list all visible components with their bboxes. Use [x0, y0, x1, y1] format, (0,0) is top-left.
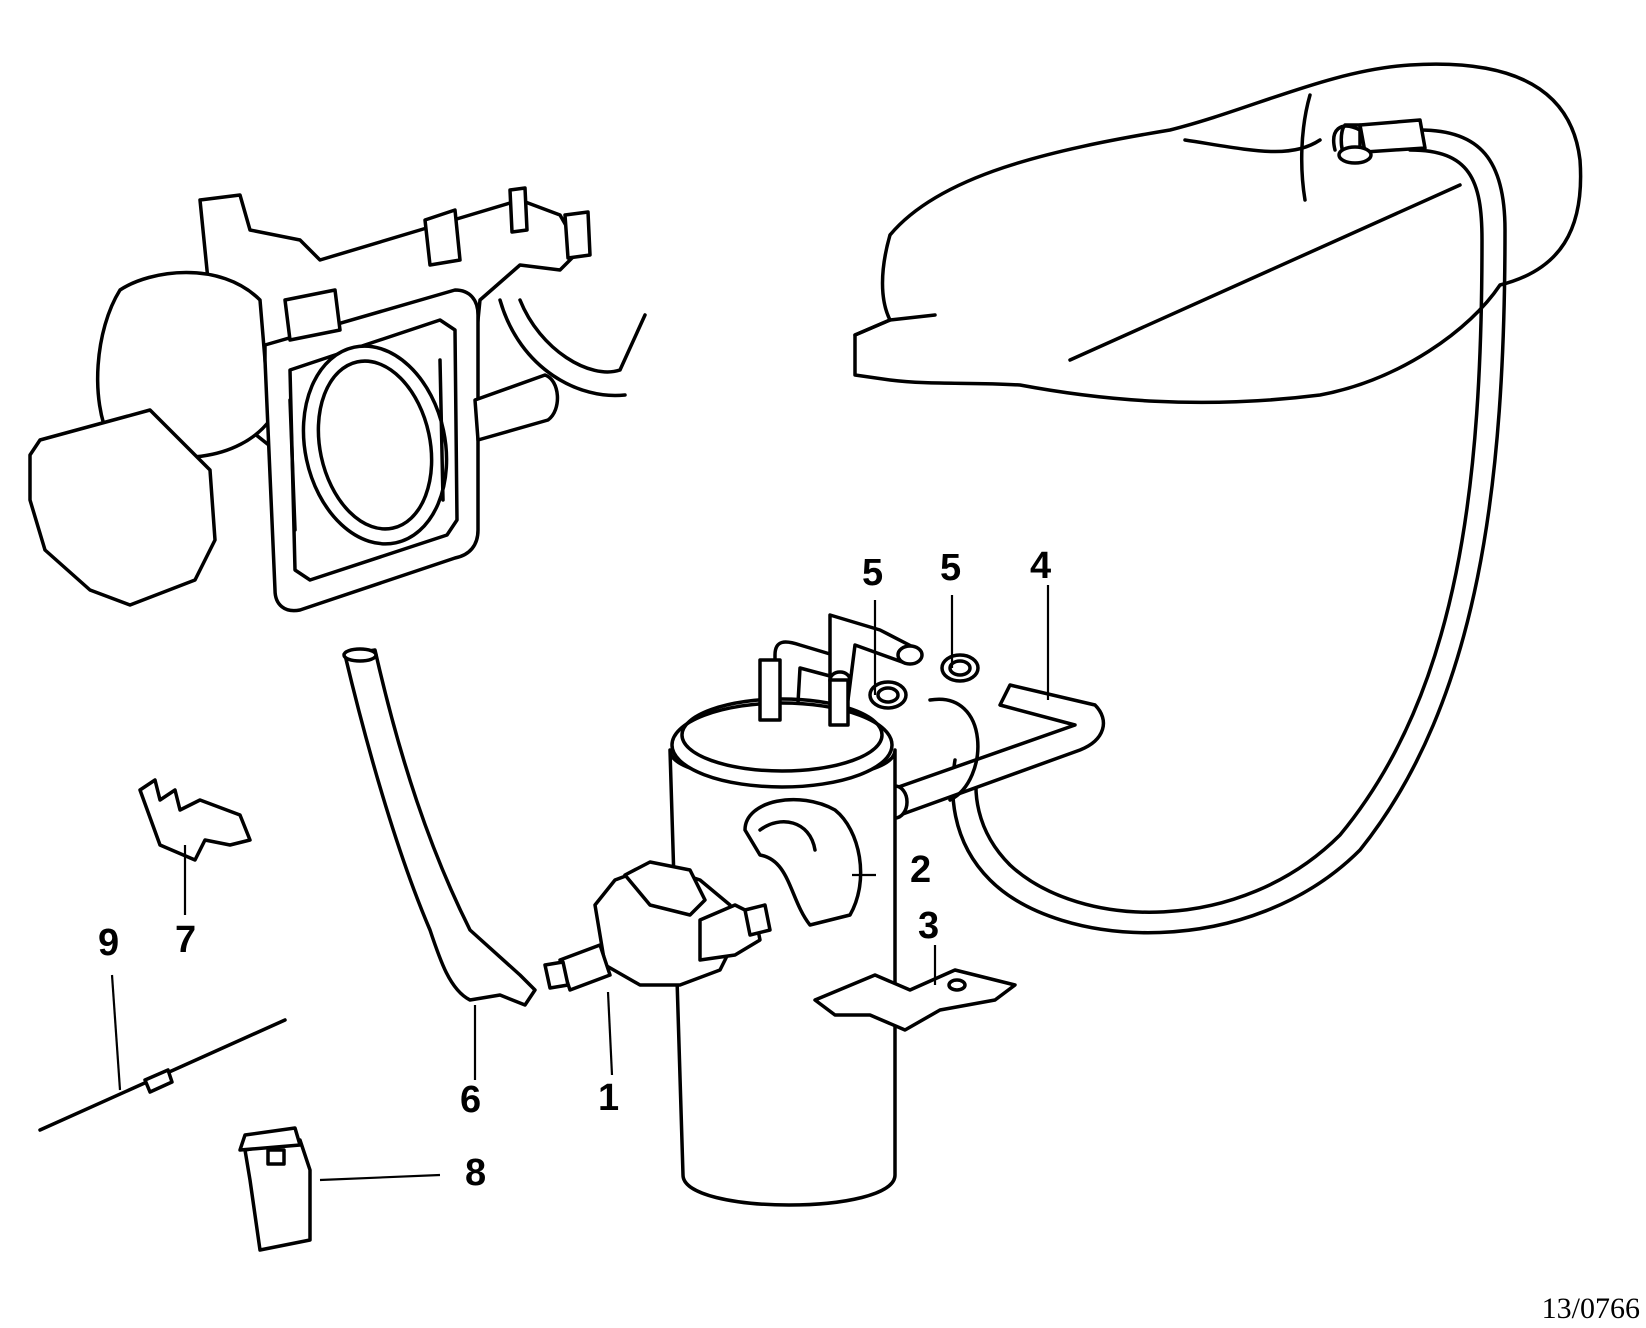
- callout-9: 9: [98, 922, 119, 964]
- bracket-3: [813, 968, 1017, 1032]
- callout-2: 2: [910, 849, 931, 891]
- intake-manifold: [853, 62, 1583, 405]
- callouts: 1 2 3 4 5 5 6 7 8 9: [98, 545, 1051, 1194]
- callout-5-right: 5: [940, 547, 961, 589]
- clip-5-left: [868, 680, 908, 710]
- callout-1: 1: [598, 1077, 619, 1119]
- bracket-2: [743, 797, 863, 927]
- drawing-reference: 13/0766: [1542, 1292, 1640, 1325]
- callout-8: 8: [465, 1152, 486, 1194]
- purge-valve-1: [543, 860, 772, 992]
- callout-6: 6: [460, 1079, 481, 1121]
- callout-4: 4: [1030, 545, 1051, 587]
- wire-9: [38, 1018, 287, 1132]
- vent-hose: [950, 118, 1507, 935]
- connector-8: [238, 1126, 312, 1252]
- hose-6: [342, 647, 537, 1007]
- throttle-body-assembly: [28, 186, 647, 613]
- callout-3: 3: [918, 905, 939, 947]
- leader-lines: [110, 585, 1050, 1182]
- clip-7: [138, 778, 252, 862]
- callout-7: 7: [175, 919, 196, 961]
- callout-5-left: 5: [862, 552, 883, 594]
- hose-4: [881, 683, 1106, 820]
- clip-5-right: [940, 653, 980, 683]
